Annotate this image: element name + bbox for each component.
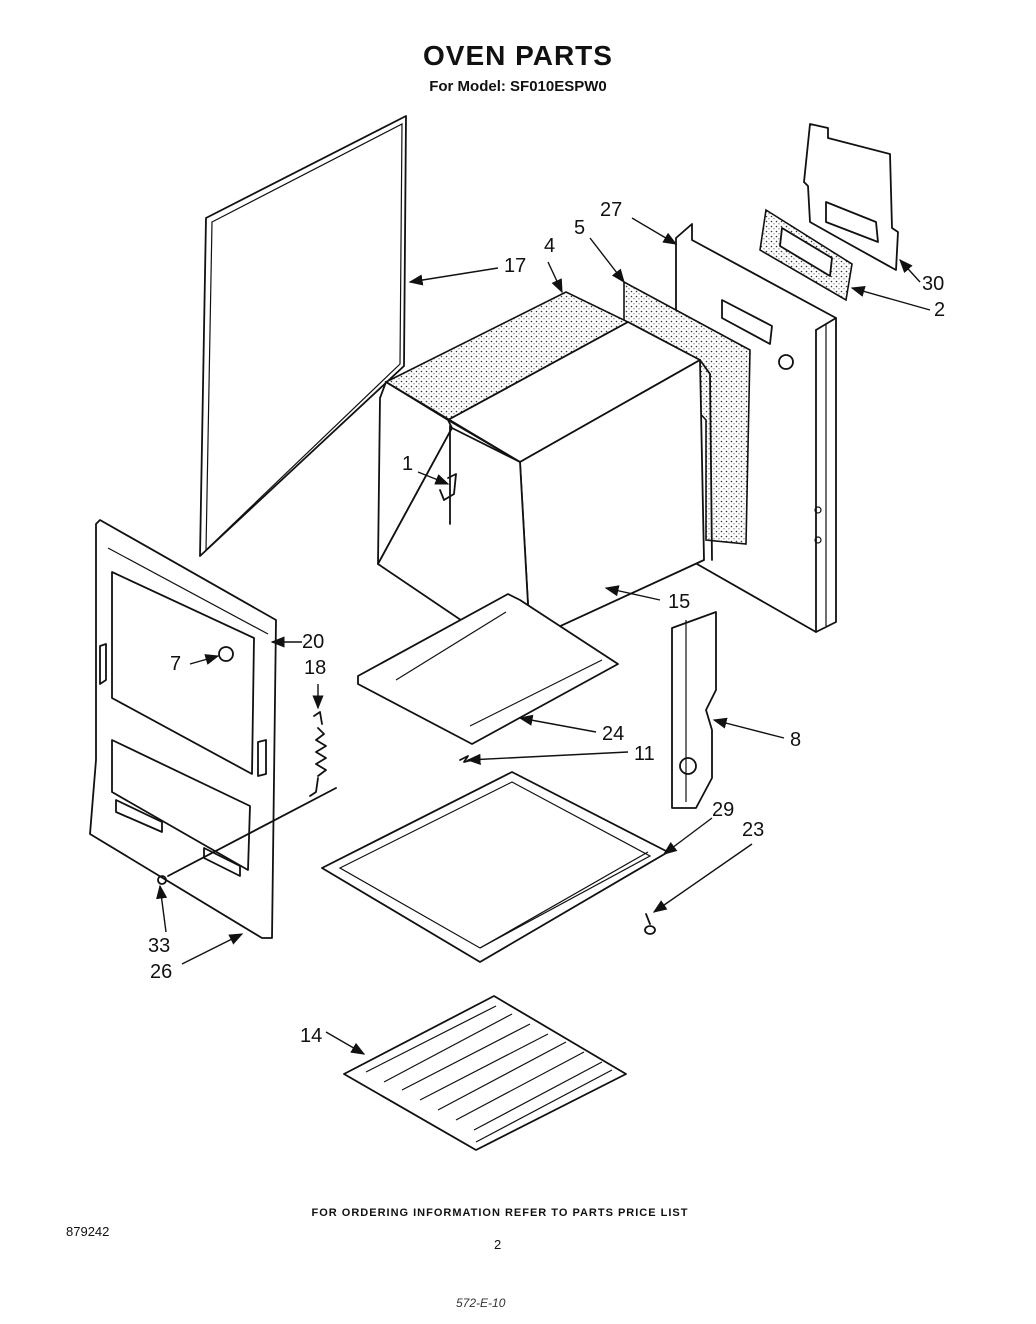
callout-5: 5	[574, 217, 585, 239]
callout-24: 24	[602, 723, 624, 745]
bottom-handwritten-code: 572-E-10	[456, 1296, 506, 1310]
callout-7: 7	[170, 653, 181, 675]
part-14-oven-rack	[343, 995, 627, 1151]
callout-33: 33	[148, 935, 170, 957]
part-7-door-bumper	[218, 646, 234, 662]
part-17-gasket-frame	[199, 115, 407, 557]
callout-20: 20	[302, 631, 324, 653]
callout-11: 11	[634, 743, 655, 765]
callout-30: 30	[922, 273, 944, 295]
leader-lines	[156, 217, 931, 1055]
callout-27: 27	[600, 199, 622, 221]
page-number: 2	[494, 1237, 502, 1252]
callout-26: 26	[150, 961, 172, 983]
callout-17: 17	[504, 255, 526, 277]
part-11-clip	[459, 755, 473, 763]
callout-labels: 17 4 5 27 30 2 1 15 24 11 8 20 18 7 29 2…	[148, 199, 945, 1047]
model-subtitle: For Model: SF010ESPW0	[429, 78, 607, 95]
callout-23: 23	[742, 819, 764, 841]
callout-2: 2	[934, 299, 945, 321]
document-number: 879242	[66, 1224, 110, 1239]
part-4-oven-liner	[377, 291, 713, 661]
part-8-side-trim	[671, 611, 717, 809]
part-26-oven-door	[89, 519, 277, 939]
ordering-info-note: FOR ORDERING INFORMATION REFER TO PARTS …	[311, 1207, 689, 1219]
part-18-spring	[309, 711, 327, 797]
callout-1: 1	[402, 453, 413, 475]
part-2-vent-gasket	[759, 208, 853, 302]
callout-14: 14	[300, 1025, 322, 1047]
part-30-vent-plate	[803, 123, 899, 271]
part-1-bracket	[439, 473, 457, 501]
callout-8: 8	[790, 729, 801, 751]
part-29-broiler-pan	[321, 771, 669, 963]
page-title: OVEN PARTS	[423, 40, 613, 71]
part-33-hinge-rod	[157, 787, 337, 885]
callout-15: 15	[668, 591, 690, 613]
part-24-oven-bottom	[357, 593, 619, 745]
callout-4: 4	[544, 235, 555, 257]
callout-29: 29	[712, 799, 734, 821]
callout-18: 18	[304, 657, 326, 679]
part-23-screw	[644, 913, 656, 935]
